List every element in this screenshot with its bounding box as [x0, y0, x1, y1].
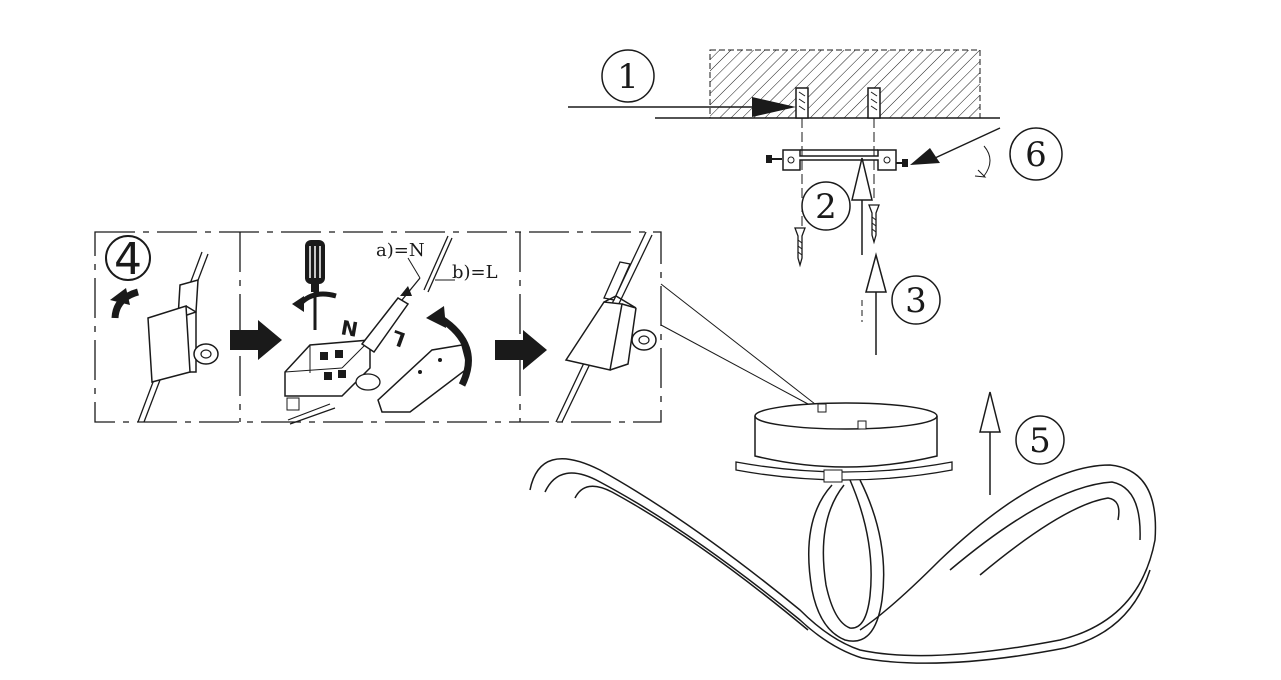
cable-clamp-closed — [555, 231, 657, 423]
input-cable — [360, 235, 453, 354]
wire-label-l: b)=L — [452, 262, 498, 283]
mounting-bracket — [782, 149, 897, 171]
side-screw-right — [896, 159, 908, 167]
side-screw-left — [766, 155, 782, 163]
wood-screw-right — [868, 204, 880, 245]
step-6-marker: 6 — [1009, 127, 1063, 181]
ceiling-block — [655, 49, 1000, 119]
step-1-arrow — [568, 97, 796, 117]
clamp-plate — [355, 306, 472, 413]
screwdriver-icon — [292, 240, 337, 330]
step-2-marker: 2 — [801, 181, 851, 231]
step-3-arrow — [861, 252, 887, 355]
step-2-arrow — [851, 157, 873, 255]
panel-arrow-2 — [495, 330, 547, 370]
wall-plug-left — [795, 87, 809, 119]
wall-plug-right — [867, 87, 881, 119]
step-1-marker: 1 — [601, 49, 655, 103]
panel-arrow-1 — [230, 320, 282, 360]
step-3-marker: 3 — [891, 275, 941, 325]
wiring-panel — [94, 231, 662, 423]
terminal-n-label: N — [339, 315, 360, 342]
step-5-marker: 5 — [1015, 415, 1065, 465]
canopy — [735, 402, 953, 483]
led-ribbon-arms — [529, 458, 1157, 664]
wood-screw-left — [794, 227, 806, 268]
step-6-label: 6 — [1025, 135, 1047, 175]
step-5-label: 5 — [1029, 421, 1051, 461]
step-5-arrow — [979, 391, 1001, 495]
step-1-label: 1 — [617, 57, 639, 97]
wire-label-n: a)=N — [376, 240, 425, 261]
step-4-marker: 4 — [105, 234, 151, 285]
cable-clamp-open — [110, 251, 219, 423]
terminal-block — [284, 339, 371, 425]
step-4-label: 4 — [114, 234, 142, 285]
step-2-label: 2 — [815, 187, 837, 227]
step-3-label: 3 — [905, 281, 927, 321]
step-6-arrow — [910, 127, 1001, 178]
